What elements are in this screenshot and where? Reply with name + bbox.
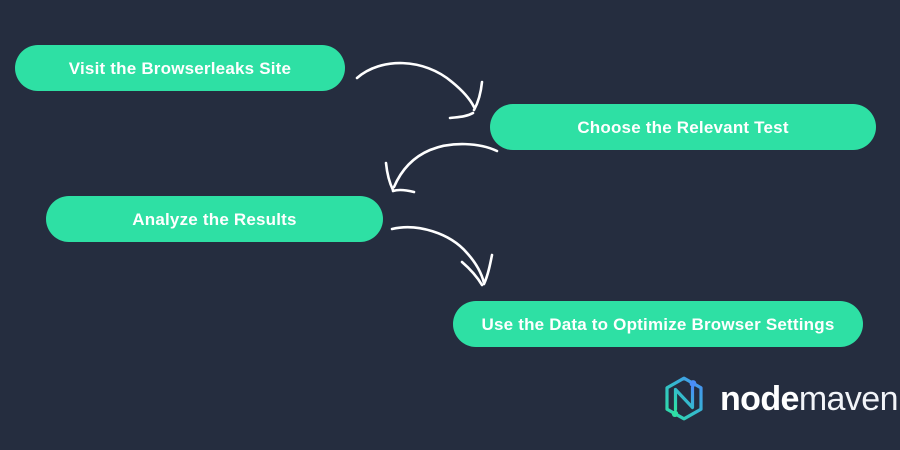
flow-step-4-label: Use the Data to Optimize Browser Setting… [481,314,835,334]
arrow-3-step3-to-step4 [390,225,494,287]
arrow-2-step2-to-step3 [384,142,499,194]
flow-step-2-label: Choose the Relevant Test [577,117,789,137]
logo-word-maven: maven [798,380,899,418]
flow-step-2[interactable]: Choose the Relevant Test [490,104,876,150]
logo-word-node: node [720,380,799,418]
nodemaven-logo[interactable]: node maven [660,374,898,424]
nodemaven-wordmark: node maven [720,382,898,416]
flow-step-1-label: Visit the Browserleaks Site [68,58,292,78]
nodemaven-hexagon-n-icon [665,376,703,421]
flow-step-4[interactable]: Use the Data to Optimize Browser Setting… [453,301,863,347]
flow-step-1[interactable]: Visit the Browserleaks Site [15,45,345,91]
flow-step-3[interactable]: Analyze the Results [46,196,383,242]
flow-step-3-label: Analyze the Results [132,209,297,229]
arrow-1-step1-to-step2 [355,61,484,120]
